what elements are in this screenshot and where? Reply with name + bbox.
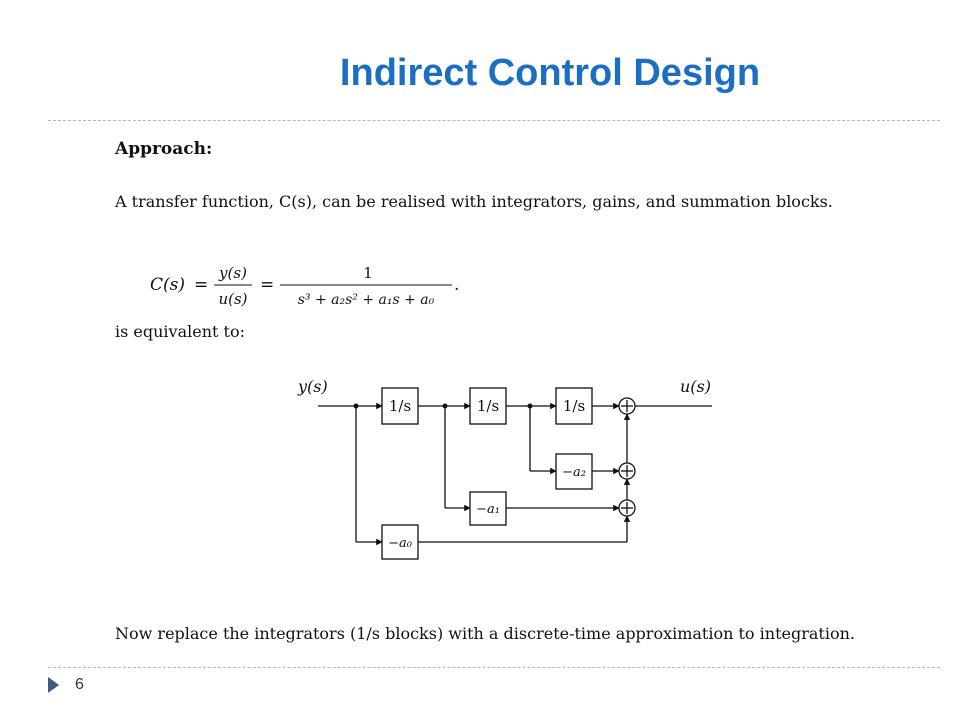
- integrator-3-label: 1/s: [563, 397, 585, 415]
- gain-a0-label: −a₀: [388, 536, 413, 551]
- formula-lhs: C(s): [150, 275, 185, 295]
- footer-triangle-icon: [48, 677, 59, 693]
- integrator-1-label: 1/s: [389, 397, 411, 415]
- formula-denominator-poly: s³ + a₂s² + a₁s + a₀: [298, 292, 435, 308]
- bottom-divider: [48, 667, 940, 668]
- formula-period: .: [454, 275, 459, 295]
- gain-block-a2: [555, 453, 593, 490]
- intro-paragraph: A transfer function, C(s), can be realis…: [115, 192, 833, 211]
- equivalent-text: is equivalent to:: [115, 322, 245, 341]
- branch-dot-3: [527, 403, 533, 409]
- equals-sign-1: =: [194, 275, 208, 295]
- output-label: u(s): [680, 377, 711, 396]
- input-label: y(s): [297, 377, 328, 396]
- integrator-block-2: [469, 387, 507, 425]
- equals-sign-2: =: [260, 275, 274, 295]
- closing-paragraph: Now replace the integrators (1/s blocks)…: [115, 624, 855, 643]
- top-divider: [48, 120, 940, 121]
- integrator-block-1: [381, 387, 419, 425]
- gain-a1-label: −a₁: [476, 502, 500, 517]
- formula-denominator-u: u(s): [218, 290, 247, 308]
- formula-numerator-y: y(s): [218, 264, 247, 282]
- formula-numerator-one: 1: [363, 264, 373, 282]
- approach-heading: Approach:: [115, 139, 213, 159]
- summing-junction-middle: [618, 462, 636, 480]
- integrator-2-label: 1/s: [477, 397, 499, 415]
- summing-junction-top: [618, 397, 636, 415]
- transfer-function-formula: C(s) = y(s) u(s) = 1 s³ + a₂s² + a₁s + a…: [150, 264, 459, 308]
- summing-junction-bottom: [618, 499, 636, 517]
- branch-dot-2: [442, 403, 448, 409]
- gain-block-a1: [469, 491, 507, 526]
- integrator-block-3: [555, 387, 593, 425]
- block-diagram: y(s) u(s) 1/s 1/s 1/s −a₂ −a₁ −a₀: [297, 377, 712, 560]
- branch-dot-1: [353, 403, 359, 409]
- slide-number: 6: [75, 676, 84, 693]
- gain-a2-label: −a₂: [562, 465, 586, 480]
- slide-title: Indirect Control Design: [339, 52, 761, 94]
- gain-block-a0: [381, 524, 419, 560]
